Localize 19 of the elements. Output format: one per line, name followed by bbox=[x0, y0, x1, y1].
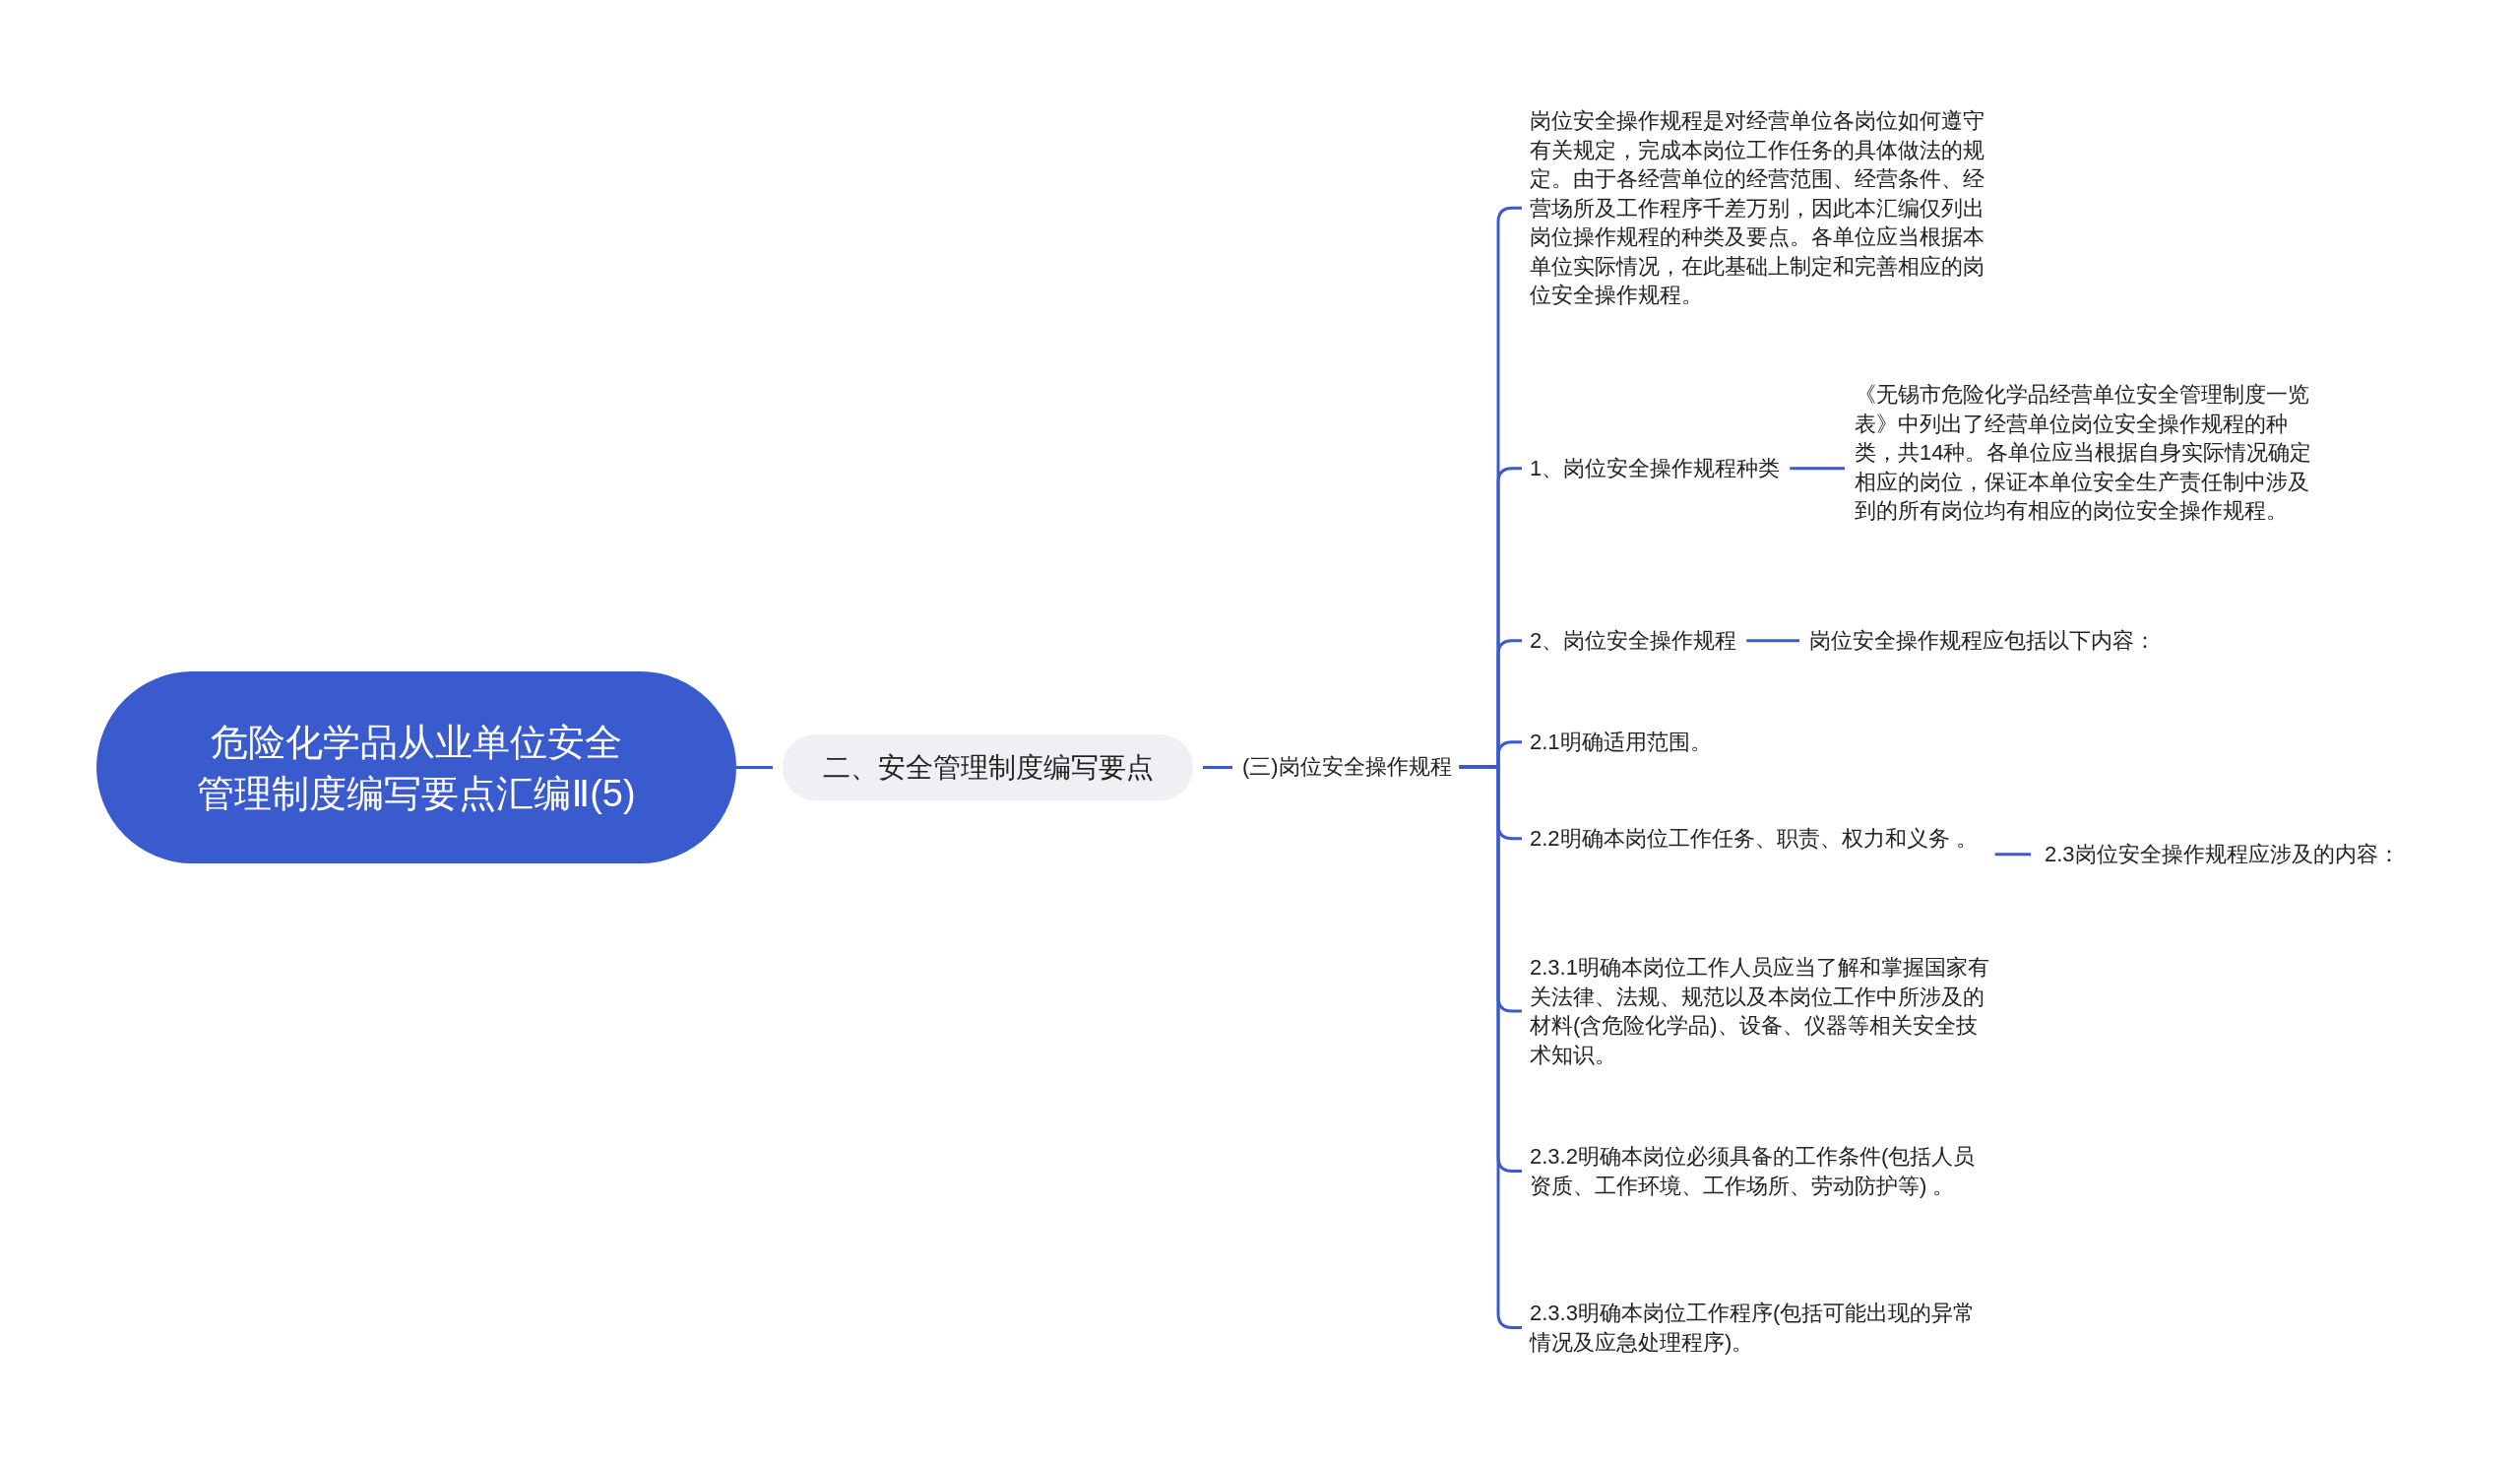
connector-line bbox=[1203, 766, 1232, 769]
subtopic-text: (三)岗位安全操作规程 bbox=[1242, 750, 1452, 784]
connector-line bbox=[1994, 853, 2031, 857]
topic-text: 2.3.3明确本岗位工作程序(包括可能出现的异常情况及应急处理程序)。 bbox=[1530, 1299, 1992, 1357]
topic-text: 1、岗位安全操作规程种类 bbox=[1530, 454, 1781, 483]
connector-line bbox=[1790, 467, 1845, 471]
connector-line bbox=[736, 766, 773, 769]
topic-text: 岗位安全操作规程应包括以下内容： bbox=[1809, 626, 2156, 656]
topic-text: 2、岗位安全操作规程 bbox=[1530, 626, 1737, 656]
topic-text: 2.3岗位安全操作规程应涉及的内容： bbox=[2045, 840, 2400, 869]
topic-text: 2.2明确本岗位工作任务、职责、权力和义务 。 bbox=[1530, 824, 1978, 854]
central-topic-box: 危险化学品从业单位安全管理制度编写要点汇编Ⅱ(5) bbox=[96, 671, 736, 863]
topic-text: 2.1明确适用范围。 bbox=[1530, 728, 1712, 757]
topic-text: 2.3.1明确本岗位工作人员应当了解和掌握国家有关法律、法规、规范以及本岗位工作中所涉及的材料(含危险化学品)、设备、仪器等相关安全技术知识。 bbox=[1530, 953, 1992, 1069]
topic-text: 《无锡市危险化学品经营单位安全管理制度一览表》中列出了经营单位岗位安全操作规程的种类，共14种。各单位应当根据自身实际情况确定相应的岗位，保证本单位安全生产责任制中涉及到的所有岗位均有相应的岗位安全操作规程。 bbox=[1855, 380, 2317, 526]
connector-line bbox=[1746, 639, 1799, 643]
topic-text: 2.3.2明确本岗位必须具备的工作条件(包括人员资质、工作环境、工作场所、劳动防护等) 。 bbox=[1530, 1142, 1992, 1200]
topic-box: 二、安全管理制度编写要点 bbox=[783, 734, 1193, 800]
topic-text: 岗位安全操作规程是对经营单位各岗位如何遵守有关规定，完成本岗位工作任务的具体做法的规定。由于各经营单位的经营范围、经营条件、经营场所及工作程序千差万别，因此本汇编仅列出岗位操作规程的种类及要点。各单位应当根据本单位实际情况，在此基础上制定和完善相应的岗位安全操作规程。 bbox=[1530, 106, 1992, 310]
